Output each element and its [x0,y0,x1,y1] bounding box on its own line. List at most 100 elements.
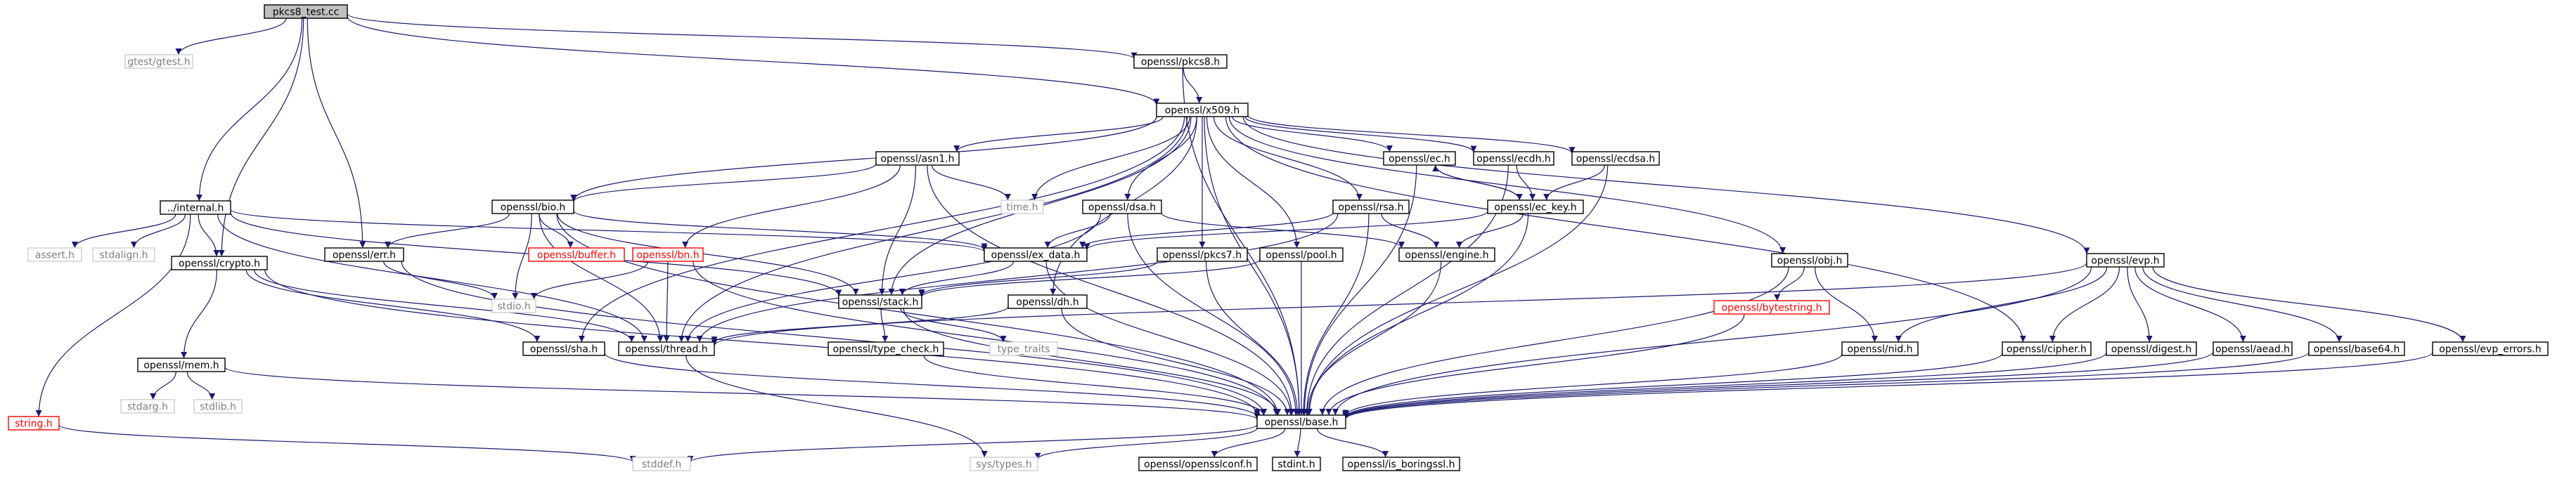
edge-asn1-to-stack [878,164,917,296]
node-label: openssl/base.h [1265,417,1339,428]
node-label: openssl/pkcs8.h [1141,57,1220,68]
edge-cipher-to-base [1342,353,2003,418]
edge-evp-to-base [1332,266,2092,416]
node-label: openssl/dsa.h [1088,202,1156,214]
node-bytestring[interactable]: openssl/bytestring.h [1713,300,1830,315]
edge-bn-to-thread [663,261,670,343]
node-digest[interactable]: openssl/digest.h [2106,341,2197,356]
edge-crypto-to-base [264,269,1261,416]
node-obj[interactable]: openssl/obj.h [1771,253,1848,268]
node-eckey[interactable]: openssl/ec_key.h [1487,199,1584,214]
edge-string-to-stddef [58,424,636,463]
node-box [2308,341,2405,356]
node-stdio[interactable]: stdio.h [491,299,536,313]
node-buffer[interactable]: openssl/buffer.h [528,247,625,262]
edge-dsa-to-engine [1161,212,1405,249]
node-dsa[interactable]: openssl/dsa.h [1082,199,1162,214]
node-stdlib[interactable]: stdlib.h [193,399,243,414]
node-aead[interactable]: openssl/aead.h [2213,341,2293,356]
node-box [1259,247,1344,262]
edge-x509-to-rsa [1213,116,1363,201]
node-root[interactable]: pkcs8_test.cc [264,4,348,19]
node-mem[interactable]: openssl/mem.h [137,358,226,372]
node-label: openssl/bio.h [501,202,566,214]
node-label: openssl/ec_key.h [1494,202,1576,214]
node-box [970,457,1038,471]
node-sha[interactable]: openssl/sha.h [522,341,605,356]
node-internal[interactable]: ../internal.h [160,200,231,215]
node-pool[interactable]: openssl/pool.h [1259,247,1344,262]
edge-dsa-to-base [1127,213,1299,416]
node-evperrors[interactable]: openssl/evp_errors.h [2432,341,2549,356]
node-systypes[interactable]: sys/types.h [970,457,1038,471]
node-stdarg[interactable]: stdarg.h [120,399,175,414]
node-label: openssl/mem.h [143,360,219,372]
node-gtest[interactable]: gtest/gtest.h [124,54,193,69]
node-stdint[interactable]: stdint.h [1272,457,1321,471]
node-cipher[interactable]: openssl/cipher.h [2002,341,2092,356]
node-thread[interactable]: openssl/thread.h [618,341,715,356]
node-exdata[interactable]: openssl/ex_data.h [984,247,1088,262]
node-typecheck[interactable]: openssl/type_check.h [827,341,944,356]
edge-eckey-to-base [1305,213,1529,416]
node-typetraits[interactable]: type_traits [989,341,1058,356]
edge-asn1-to-bn [682,164,901,249]
node-bio[interactable]: openssl/bio.h [491,199,574,214]
node-label: openssl/rsa.h [1338,202,1403,214]
node-asn1[interactable]: openssl/asn1.h [875,151,960,166]
node-base[interactable]: openssl/base.h [1256,414,1346,429]
edge-bio-to-err [385,213,510,249]
edge-ecdsa-to-base [1306,164,1609,416]
edge-root-to-err [307,18,366,249]
node-x509[interactable]: openssl/x509.h [1156,103,1249,117]
node-label: openssl/err.h [333,250,396,261]
node-assert[interactable]: assert.h [27,247,82,262]
node-box [984,247,1088,262]
edge-pool-to-stack [918,258,1261,298]
node-box [1841,341,1919,356]
edge-internal-to-crypto [198,214,220,257]
node-label: openssl/x509.h [1165,105,1239,117]
node-rsa[interactable]: openssl/rsa.h [1332,199,1410,214]
node-engine[interactable]: openssl/engine.h [1398,247,1495,262]
node-string[interactable]: string.h [8,416,60,431]
edge-root-to-internal [195,18,303,202]
node-stdalign[interactable]: stdalign.h [92,247,155,262]
edge-evp-to-evperrors [2152,266,2466,343]
node-err[interactable]: openssl/err.h [324,247,404,262]
node-evp[interactable]: openssl/evp.h [2086,253,2165,268]
edge-x509-to-pool [1206,116,1300,249]
edge-eckey-to-ec [1432,164,1520,201]
edge-base-to-stddef [687,424,1258,463]
node-stack[interactable]: openssl/stack.h [838,294,922,309]
node-box [1487,199,1584,214]
edge-pkcs7-to-base [1206,261,1301,416]
node-box [1383,151,1456,166]
node-nid[interactable]: openssl/nid.h [1841,341,1919,356]
node-box [2432,341,2549,356]
node-isboringssl[interactable]: openssl/is_boringssl.h [1342,457,1460,471]
node-label: openssl/ecdsa.h [1576,154,1656,165]
edge-rsa-to-thread [696,213,1339,343]
edge-err-to-stdio [383,261,498,300]
edge-x509-to-sha [578,116,1185,343]
node-bn[interactable]: openssl/bn.h [632,247,704,262]
node-dh[interactable]: openssl/dh.h [1007,294,1088,309]
edge-stack-to-typecheck [880,308,889,343]
node-pkcs7[interactable]: openssl/pkcs7.h [1157,247,1248,262]
node-label: openssl/cipher.h [2007,344,2087,355]
node-stddef[interactable]: stddef.h [632,457,691,471]
node-ecdsa[interactable]: openssl/ecdsa.h [1571,151,1660,166]
node-base64[interactable]: openssl/base64.h [2308,341,2405,356]
node-label: openssl/engine.h [1405,250,1488,261]
node-ecdh[interactable]: openssl/ecdh.h [1473,151,1554,166]
node-crypto[interactable]: openssl/crypto.h [171,256,268,270]
node-box [632,247,704,262]
node-ec[interactable]: openssl/ec.h [1383,151,1456,166]
node-opensslconf[interactable]: openssl/opensslconf.h [1138,457,1258,471]
node-label: openssl/aead.h [2215,344,2290,355]
edge-obj-to-bytestring [1774,266,1805,301]
edge-base-to-stdint [1294,428,1301,458]
node-time[interactable]: time.h [1000,199,1044,214]
node-pkcs8[interactable]: openssl/pkcs8.h [1133,54,1228,69]
